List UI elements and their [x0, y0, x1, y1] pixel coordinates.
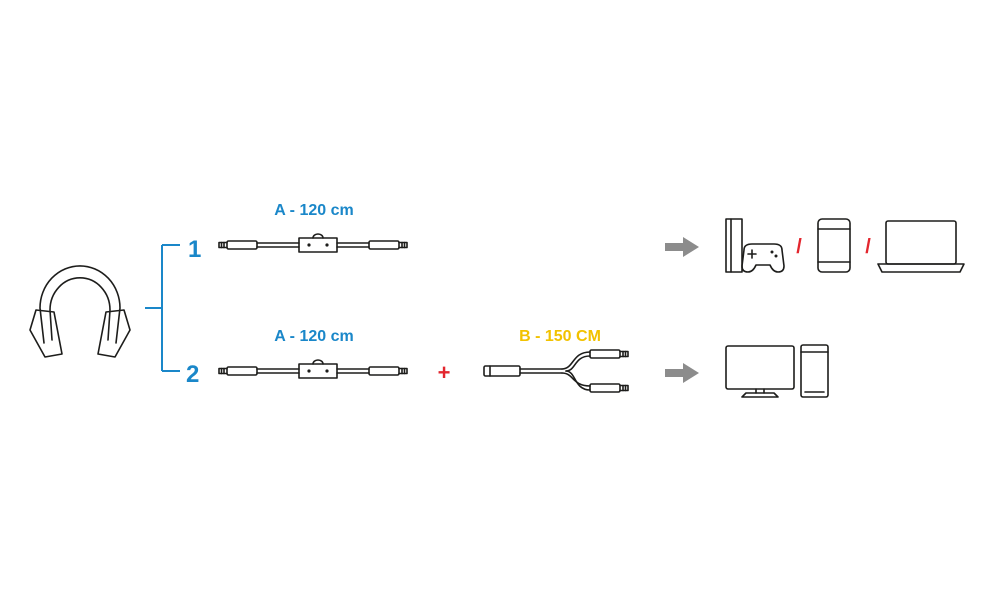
monitor-icon: [725, 345, 795, 398]
row-1-number: 1: [188, 236, 201, 263]
arrow-right-icon: [665, 363, 699, 383]
row-2-number: 2: [186, 361, 199, 388]
branch-bracket: [145, 244, 180, 372]
pc-tower-icon: [800, 344, 829, 398]
adapter-b-label: B - 150 CM: [519, 328, 601, 345]
arrow-right-icon: [665, 237, 699, 257]
smartphone-icon: [817, 218, 851, 273]
cable-a-label: A - 120 cm: [274, 202, 353, 219]
splitter-adapter-b: [483, 349, 629, 393]
plus-sign: +: [438, 360, 451, 385]
game-console-controller-icon: [725, 218, 785, 273]
separator-slash: /: [796, 236, 802, 258]
laptop-icon: [877, 220, 965, 273]
cable-a: [219, 360, 407, 378]
headphones-icon: [29, 265, 131, 358]
cable-a-label: A - 120 cm: [274, 328, 353, 345]
cable-a: [219, 234, 407, 252]
separator-slash: /: [865, 236, 871, 258]
